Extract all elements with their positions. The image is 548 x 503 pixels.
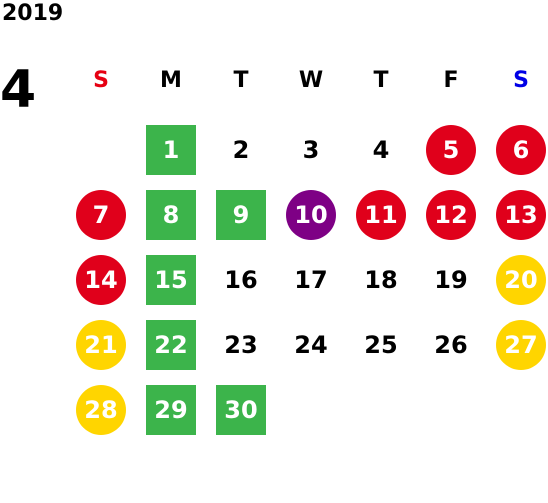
day-marker-square <box>146 255 196 305</box>
day-cell-24[interactable]: 24 <box>285 319 337 371</box>
day-cell-2[interactable]: 2 <box>215 124 267 176</box>
day-number: 22 <box>154 331 188 359</box>
day-number: 7 <box>92 201 110 229</box>
day-marker-circle <box>496 190 546 240</box>
weekday-header-0: S <box>93 68 109 93</box>
day-number: 4 <box>372 136 390 164</box>
day-marker-square <box>146 385 196 435</box>
day-number: 12 <box>434 201 468 229</box>
day-number: 23 <box>224 331 258 359</box>
day-cell-10[interactable]: 10 <box>285 189 337 241</box>
day-number: 24 <box>294 331 328 359</box>
day-cell-4[interactable]: 4 <box>355 124 407 176</box>
weekday-header-2: T <box>233 68 249 93</box>
day-number: 21 <box>84 331 118 359</box>
day-number: 20 <box>504 266 538 294</box>
weekday-header-4: T <box>373 68 389 93</box>
weekday-header-5: F <box>443 68 459 93</box>
day-number: 9 <box>232 201 250 229</box>
day-marker-circle <box>426 125 476 175</box>
day-cell-22[interactable]: 22 <box>145 319 197 371</box>
day-number: 19 <box>434 266 468 294</box>
day-marker-circle <box>286 190 336 240</box>
day-cell-1[interactable]: 1 <box>145 124 197 176</box>
day-number: 26 <box>434 331 468 359</box>
day-marker-square <box>146 320 196 370</box>
day-cell-15[interactable]: 15 <box>145 254 197 306</box>
day-marker-circle <box>426 190 476 240</box>
day-cell-3[interactable]: 3 <box>285 124 337 176</box>
day-number: 6 <box>512 136 530 164</box>
day-cell-13[interactable]: 13 <box>495 189 547 241</box>
day-cell-18[interactable]: 18 <box>355 254 407 306</box>
month-label: 4 <box>0 60 37 120</box>
weekday-header-1: M <box>160 68 182 93</box>
day-cell-26[interactable]: 26 <box>425 319 477 371</box>
day-number: 14 <box>84 266 118 294</box>
day-cell-21[interactable]: 21 <box>75 319 127 371</box>
day-cell-9[interactable]: 9 <box>215 189 267 241</box>
day-marker-square <box>216 385 266 435</box>
day-number: 3 <box>302 136 320 164</box>
day-marker-circle <box>496 255 546 305</box>
day-cell-11[interactable]: 11 <box>355 189 407 241</box>
day-cell-12[interactable]: 12 <box>425 189 477 241</box>
day-marker-square <box>216 190 266 240</box>
day-number: 29 <box>154 396 188 424</box>
day-marker-circle <box>76 255 126 305</box>
day-cell-7[interactable]: 7 <box>75 189 127 241</box>
day-marker-square <box>146 125 196 175</box>
day-number: 15 <box>154 266 188 294</box>
day-cell-30[interactable]: 30 <box>215 384 267 436</box>
day-cell-16[interactable]: 16 <box>215 254 267 306</box>
day-number: 10 <box>294 201 328 229</box>
day-marker-circle <box>356 190 406 240</box>
day-marker-circle <box>76 190 126 240</box>
day-cell-23[interactable]: 23 <box>215 319 267 371</box>
day-number: 28 <box>84 396 118 424</box>
day-number: 8 <box>162 201 180 229</box>
day-marker-circle <box>76 320 126 370</box>
day-cell-27[interactable]: 27 <box>495 319 547 371</box>
day-marker-circle <box>76 385 126 435</box>
day-number: 25 <box>364 331 398 359</box>
day-cell-17[interactable]: 17 <box>285 254 337 306</box>
day-number: 1 <box>162 136 180 164</box>
day-marker-circle <box>496 320 546 370</box>
day-number: 16 <box>224 266 258 294</box>
day-cell-25[interactable]: 25 <box>355 319 407 371</box>
day-number: 30 <box>224 396 258 424</box>
day-number: 18 <box>364 266 398 294</box>
day-cell-20[interactable]: 20 <box>495 254 547 306</box>
day-cell-14[interactable]: 14 <box>75 254 127 306</box>
day-number: 11 <box>364 201 398 229</box>
day-marker-square <box>146 190 196 240</box>
day-cell-6[interactable]: 6 <box>495 124 547 176</box>
weekday-header-3: W <box>298 68 324 93</box>
day-cell-28[interactable]: 28 <box>75 384 127 436</box>
day-number: 17 <box>294 266 328 294</box>
day-number: 27 <box>504 331 538 359</box>
day-number: 5 <box>442 136 460 164</box>
weekday-header-6: S <box>513 68 529 93</box>
day-cell-8[interactable]: 8 <box>145 189 197 241</box>
day-number: 2 <box>232 136 250 164</box>
day-cell-19[interactable]: 19 <box>425 254 477 306</box>
day-marker-circle <box>496 125 546 175</box>
day-cell-29[interactable]: 29 <box>145 384 197 436</box>
day-number: 13 <box>504 201 538 229</box>
year-label: 2019 <box>2 1 64 26</box>
day-cell-5[interactable]: 5 <box>425 124 477 176</box>
